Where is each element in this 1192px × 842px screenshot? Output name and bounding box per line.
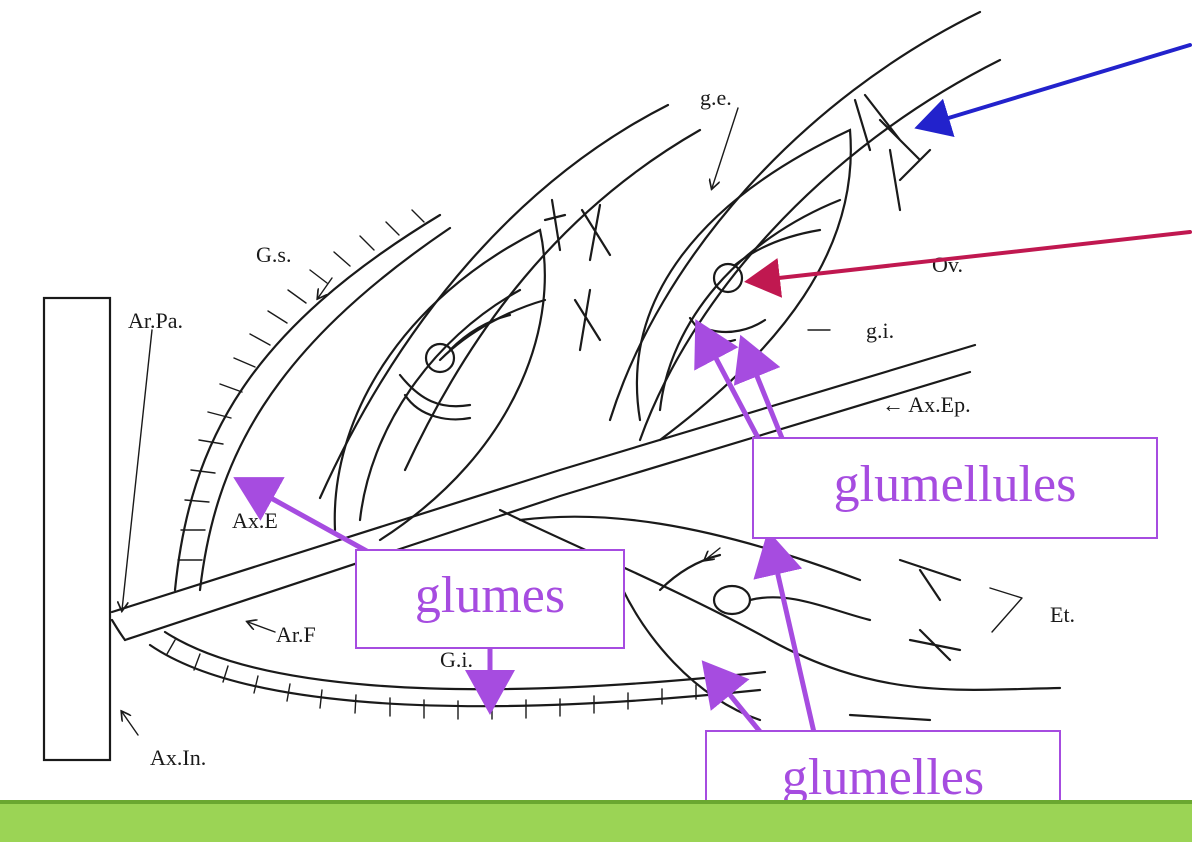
label-ge: g.e. [700,85,732,110]
floret-1 [335,230,545,540]
main-axis [44,298,110,760]
diagram-labels: g.e. G.s. Ar.Pa. Ov. g.i. ← Ax.Ep. Ax.E … [128,85,1075,770]
callout-glumes-text: glumes [415,570,565,622]
callout-glumelles-text: glumelles [782,752,984,804]
label-gs: G.s. [256,242,291,267]
callout-glumes: glumes [355,549,625,649]
floret-2 [637,130,851,440]
callout-glumellules: glumellules [752,437,1158,539]
label-arpa: Ar.Pa. [128,308,183,333]
label-arf: Ar.F [276,622,316,647]
label-et: Et. [1050,602,1075,627]
label-gi: g.i. [866,318,894,343]
footer-bar [0,800,1192,842]
glume-upper [175,215,440,590]
upper-envelope-2 [610,12,980,420]
upper-envelope [320,105,668,498]
label-axe: Ax.E [232,508,278,533]
callout-glumellules-text: glumellules [834,459,1077,511]
label-axep: ← Ax.Ep. [882,392,971,417]
red-arrow [752,232,1190,281]
label-axin: Ax.In. [150,745,206,770]
blue-arrow [922,45,1190,126]
label-gi2: G.i. [440,647,473,672]
label-ov: Ov. [932,252,963,277]
